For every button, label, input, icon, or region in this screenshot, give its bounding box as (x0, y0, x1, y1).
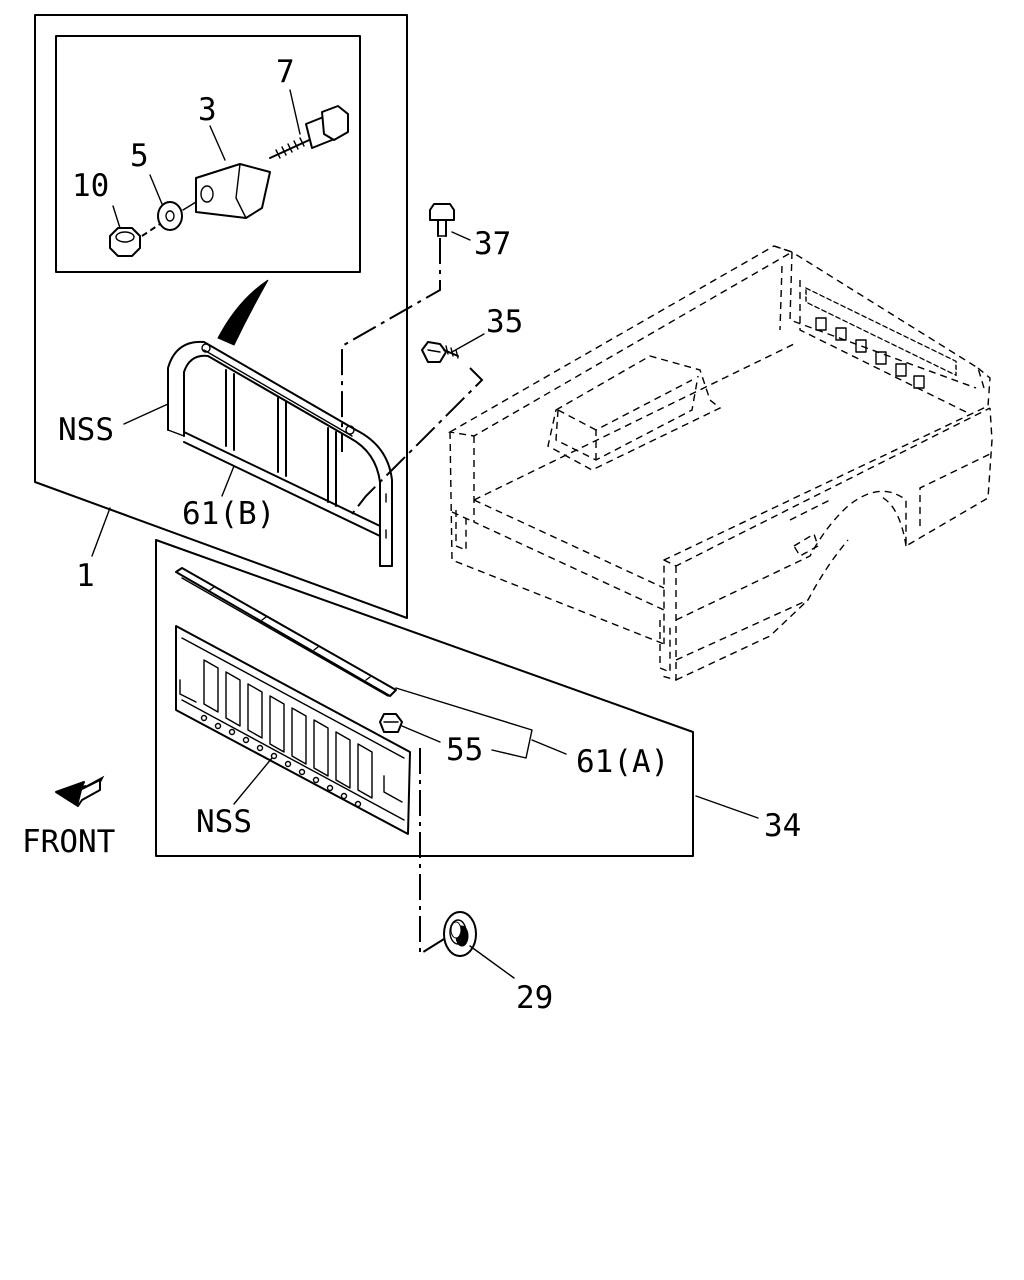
callout-37: 37 (474, 226, 511, 262)
group-1-frame (34, 14, 408, 619)
bolt-37 (429, 203, 471, 241)
callout-nss-upper: NSS (58, 412, 114, 448)
callout-34: 34 (764, 808, 801, 844)
leader-lines (91, 403, 759, 979)
alignment-lines (341, 238, 484, 956)
nut-55 (379, 713, 441, 743)
guard-frame-61b (167, 340, 393, 567)
callout-61b: 61(B) (182, 496, 275, 532)
front-label: FRONT (22, 824, 115, 860)
truck-bed (447, 245, 993, 681)
callout-5: 5 (130, 138, 149, 174)
group-34-frame (155, 539, 694, 857)
bolt-35 (421, 333, 485, 363)
grommet-29 (443, 911, 477, 957)
callout-3: 3 (198, 92, 217, 128)
tailgate-strip-61a (175, 567, 397, 697)
callout-1: 1 (76, 558, 95, 594)
bolt-7 (269, 105, 349, 159)
bracket-3 (195, 163, 271, 219)
callout-nss-lower: NSS (196, 804, 252, 840)
callout-10: 10 (72, 168, 109, 204)
callout-labels: 7 3 5 10 37 35 NSS 61(B) 1 55 61(A) 34 N… (22, 54, 801, 1016)
tailgate-panel (175, 625, 411, 835)
nut-10 (109, 227, 141, 257)
washer-5 (157, 201, 183, 231)
callout-61a: 61(A) (576, 744, 669, 780)
callout-29: 29 (516, 980, 553, 1016)
callout-7: 7 (276, 54, 295, 90)
callout-55: 55 (446, 732, 483, 768)
arrow-down-left-icon (55, 775, 105, 807)
callout-35: 35 (486, 304, 523, 340)
bracket-hardware-detail (109, 89, 349, 257)
